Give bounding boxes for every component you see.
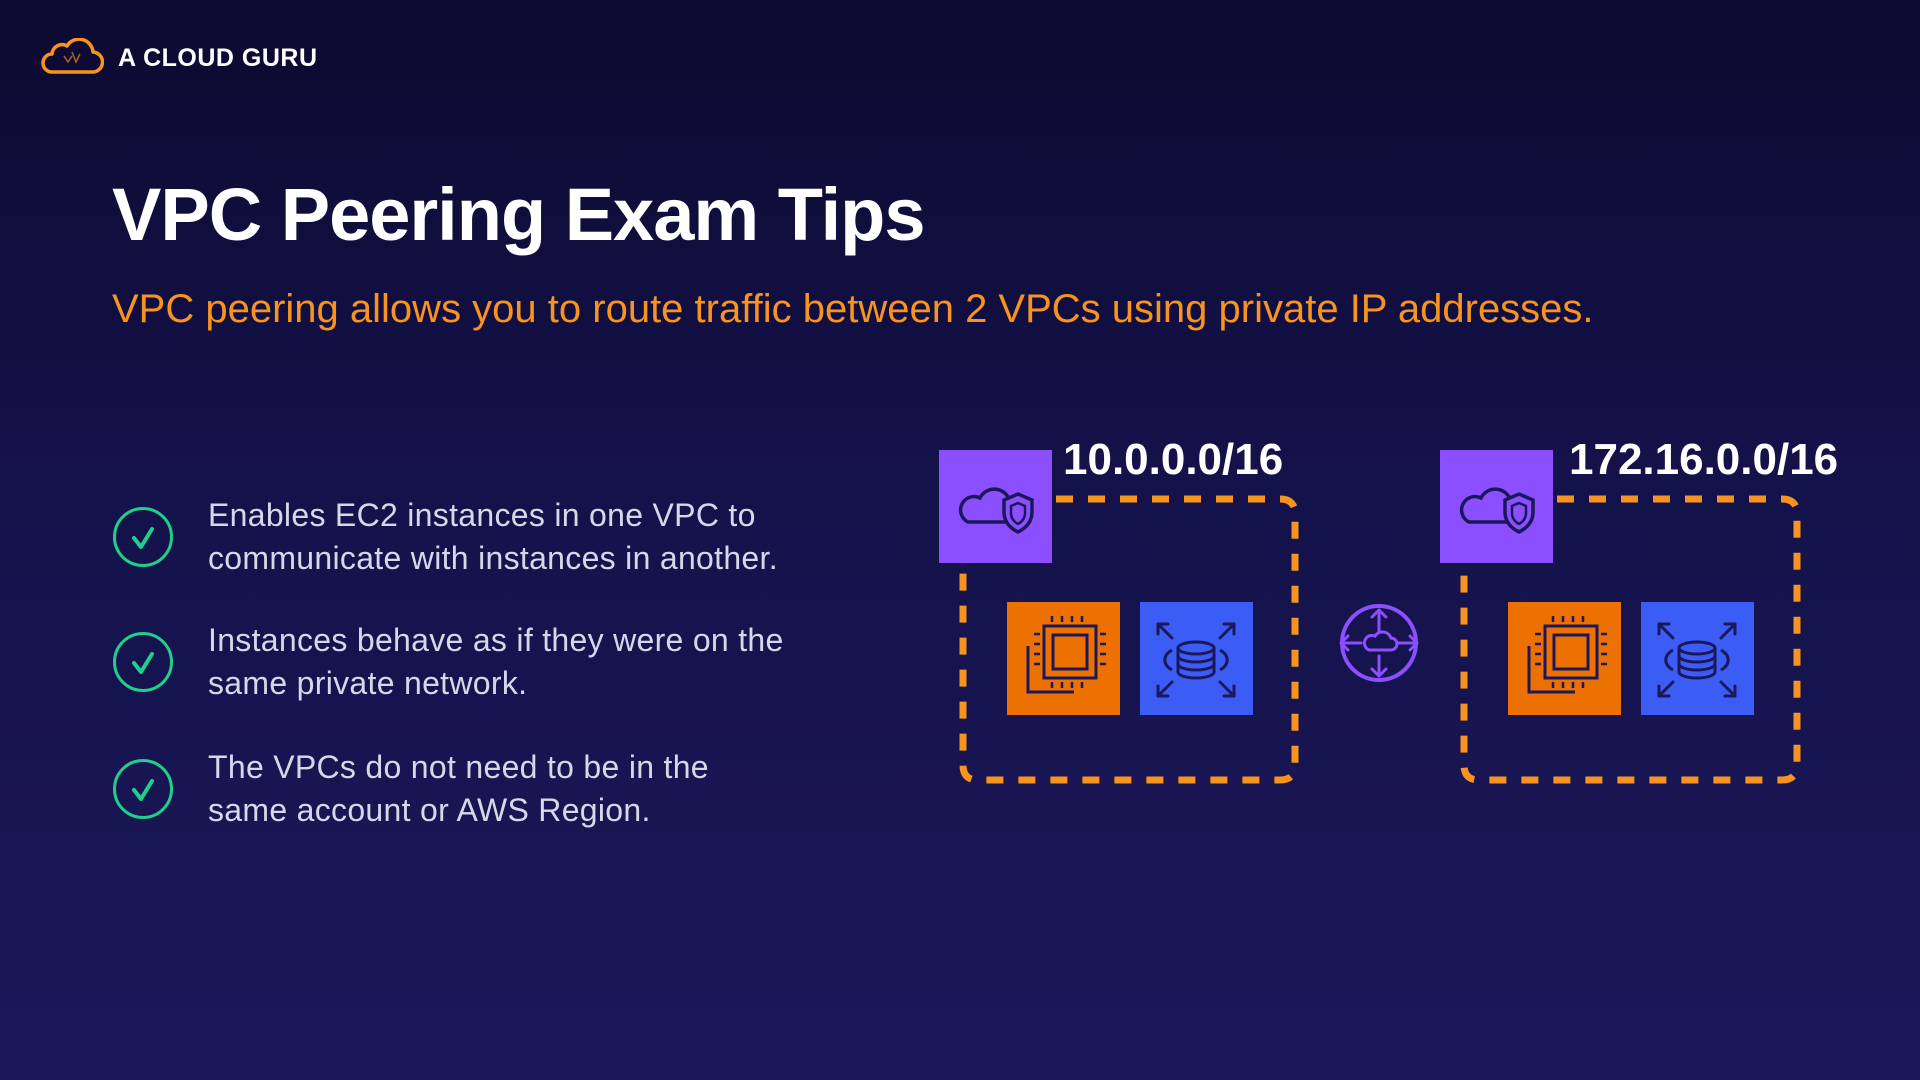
- database-scaling-icon: [1140, 602, 1253, 715]
- vpc-cloud-shield-icon: [1440, 450, 1553, 563]
- brand-logo: A CLOUD GURU: [40, 38, 318, 78]
- check-circle-icon: [113, 759, 173, 819]
- check-circle-icon: [113, 507, 173, 567]
- vpc-a: 10.0.0.0/16: [939, 435, 1299, 784]
- tip-text-line: Enables EC2 instances in one VPC to: [208, 497, 756, 533]
- vpc-cidr-label: 172.16.0.0/16: [1569, 435, 1838, 484]
- vpc-b: 172.16.0.0/16: [1440, 435, 1838, 784]
- page-subtitle: VPC peering allows you to route traffic …: [112, 287, 1594, 331]
- database-scaling-icon: [1641, 602, 1754, 715]
- tip-item: Instances behave as if they were on the …: [112, 619, 848, 705]
- tip-text-line: same account or AWS Region.: [208, 792, 651, 828]
- ec2-chip-icon: [1007, 602, 1120, 715]
- page-title: VPC Peering Exam Tips: [112, 173, 926, 256]
- vpc-a-boundary: [959, 495, 1299, 784]
- cloud-logo-icon: [41, 38, 104, 74]
- tip-text: The VPCs do not need to be in the same a…: [208, 746, 848, 832]
- tip-text-line: communicate with instances in another.: [208, 540, 778, 576]
- tip-text-line: The VPCs do not need to be in the: [208, 749, 709, 785]
- tip-item: Enables EC2 instances in one VPC to comm…: [112, 494, 848, 580]
- tip-text-line: Instances behave as if they were on the: [208, 622, 784, 658]
- vpc-b-boundary: [1460, 495, 1801, 784]
- vpc-cidr-label: 10.0.0.0/16: [1063, 435, 1283, 484]
- brand-name: A CLOUD GURU: [118, 43, 318, 72]
- check-circle-icon: [113, 632, 173, 692]
- ec2-chip-icon: [1508, 602, 1621, 715]
- tip-text-line: same private network.: [208, 665, 528, 701]
- tip-text: Instances behave as if they were on the …: [208, 619, 848, 705]
- tip-item: The VPCs do not need to be in the same a…: [112, 746, 848, 832]
- vpc-cloud-shield-icon: [939, 450, 1052, 563]
- tip-text: Enables EC2 instances in one VPC to comm…: [208, 494, 848, 580]
- peering-connection-icon: [1339, 604, 1419, 682]
